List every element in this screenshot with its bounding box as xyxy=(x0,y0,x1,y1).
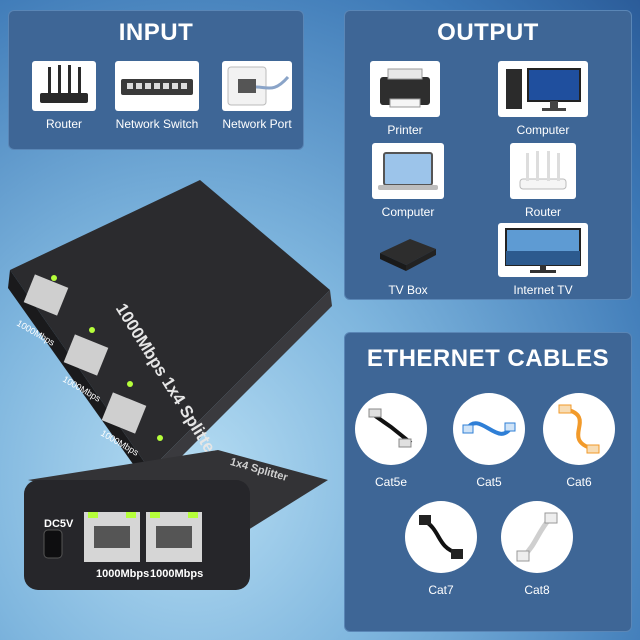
cat8-cable-icon xyxy=(501,501,573,573)
output-title: OUTPUT xyxy=(437,19,539,46)
cables-title: ETHERNET CABLES xyxy=(366,345,610,372)
input-item-router: Router xyxy=(29,61,99,131)
input-item-switch: Network Switch xyxy=(109,61,205,131)
router-icon xyxy=(510,143,576,199)
output-item-label: TV Box xyxy=(388,283,428,297)
output-item-router: Router xyxy=(505,143,581,219)
device-front-port-label: 1000Mbps xyxy=(96,568,150,580)
output-item-label: Computer xyxy=(516,123,570,137)
cables-panel: ETHERNET CABLES Cat5e Cat5 Cat6 Cat7 xyxy=(344,332,632,632)
cable-label: Cat8 xyxy=(524,583,550,597)
input-item-port: Network Port xyxy=(215,61,299,131)
device-front-port-label: 1000Mbps xyxy=(150,568,204,580)
cat5-cable-icon xyxy=(453,393,525,465)
input-panel: INPUT Router Netw xyxy=(8,10,304,150)
output-panel: OUTPUT Printer Computer xyxy=(344,10,632,300)
cable-label: Cat5e xyxy=(374,475,408,489)
printer-icon xyxy=(370,61,440,117)
network-port-icon xyxy=(222,61,292,111)
splitter-device-front xyxy=(24,450,328,590)
input-item-label: Router xyxy=(45,117,83,131)
cable-label: Cat6 xyxy=(566,475,592,489)
output-item-label: Router xyxy=(524,205,562,219)
cat6-cable-icon xyxy=(543,393,615,465)
output-item-tvbox: TV Box xyxy=(365,223,451,297)
output-item-label: Internet TV xyxy=(513,283,573,297)
output-item-tv: Internet TV xyxy=(493,223,593,297)
router-icon xyxy=(32,61,96,111)
cat7-cable-icon xyxy=(405,501,477,573)
output-item-label: Printer xyxy=(387,123,423,137)
output-item-printer: Printer xyxy=(365,61,445,137)
cable-label: Cat5 xyxy=(476,475,502,489)
tv-icon xyxy=(498,223,588,277)
network-switch-icon xyxy=(115,61,199,111)
device-power-label: DC5V xyxy=(44,518,74,530)
input-title: INPUT xyxy=(118,19,194,46)
output-item-laptop: Computer xyxy=(365,143,451,219)
cat5e-cable-icon xyxy=(355,393,427,465)
splitter-device-top xyxy=(8,180,332,488)
tv-box-icon xyxy=(372,223,444,277)
laptop-icon xyxy=(372,143,444,199)
input-item-label: Network Port xyxy=(222,117,292,131)
desktop-computer-icon xyxy=(498,61,588,117)
cable-label: Cat7 xyxy=(428,583,454,597)
output-item-computer: Computer xyxy=(493,61,593,137)
output-item-label: Computer xyxy=(381,205,435,219)
input-item-label: Network Switch xyxy=(115,117,199,131)
